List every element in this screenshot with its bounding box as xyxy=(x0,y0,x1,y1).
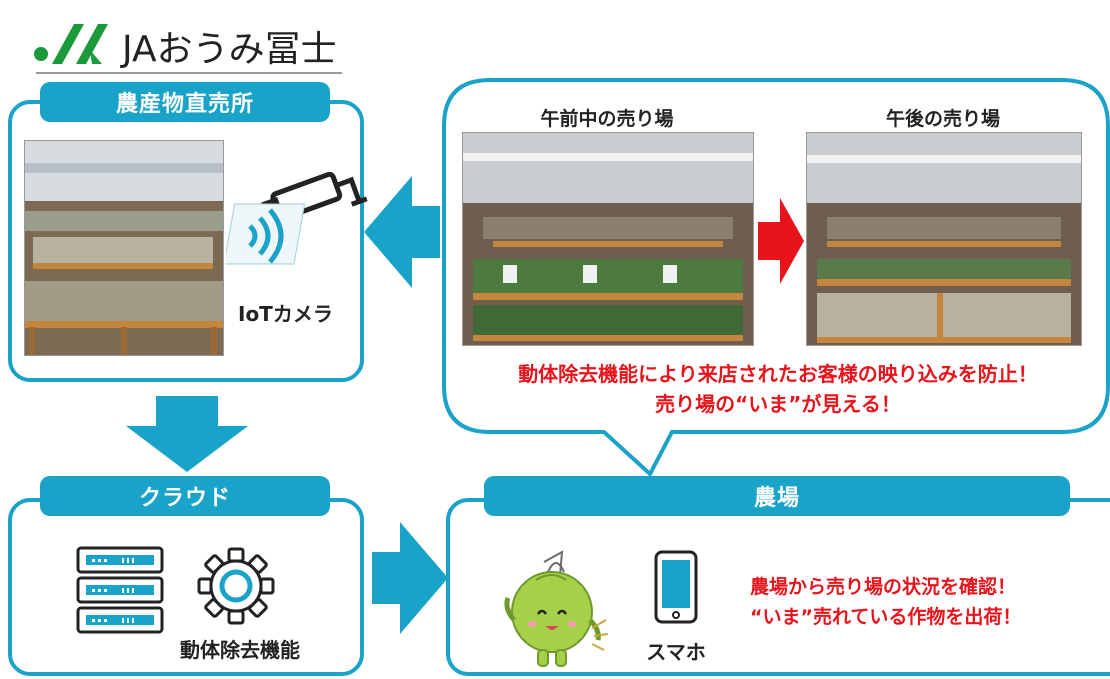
logo-text: JAおうみ冨士 xyxy=(122,29,337,70)
gear-icon xyxy=(197,547,275,625)
afternoon-photo-art xyxy=(807,133,1081,345)
store-panel-title: 農産物直売所 xyxy=(40,82,330,122)
afternoon-photo xyxy=(806,132,1082,346)
farm-message-line2: “いま”売れている作物を出荷！ xyxy=(750,606,1022,628)
smartphone-icon xyxy=(654,550,698,624)
store-photo-art xyxy=(25,141,223,355)
callout-message-line2: 売り場の“いま”が見える！ xyxy=(655,392,901,416)
mascot-icon xyxy=(504,550,609,667)
farm-panel-title: 農場 xyxy=(484,476,1070,516)
afternoon-label: 午後の売り場 xyxy=(885,108,1000,130)
server-icon xyxy=(76,546,164,634)
arrow-right-red-icon xyxy=(758,198,804,284)
arrow-right-icon xyxy=(372,522,448,634)
morning-photo xyxy=(462,132,754,346)
logo-underline xyxy=(36,72,342,74)
signal-waves-icon xyxy=(226,203,306,265)
farm-message-line1: 農場から売り場の状況を確認！ xyxy=(750,576,1017,598)
arrow-left-icon xyxy=(364,176,440,288)
logo: JAおうみ冨士 xyxy=(30,14,350,76)
cloud-panel xyxy=(8,498,364,676)
cloud-function-label: 動体除去機能 xyxy=(180,638,300,662)
phone-label: スマホ xyxy=(646,640,706,664)
callout-message-line1: 動体除去機能により来店されたお客様の映り込みを防止！ xyxy=(518,362,1038,386)
camera-label: IoTカメラ xyxy=(238,302,333,326)
ja-logo-mark xyxy=(34,24,108,64)
morning-label: 午前中の売り場 xyxy=(540,108,674,130)
cloud-panel-title: クラウド xyxy=(40,476,330,516)
arrow-down-icon xyxy=(126,396,248,472)
store-photo xyxy=(24,140,224,356)
morning-photo-art xyxy=(463,133,753,345)
